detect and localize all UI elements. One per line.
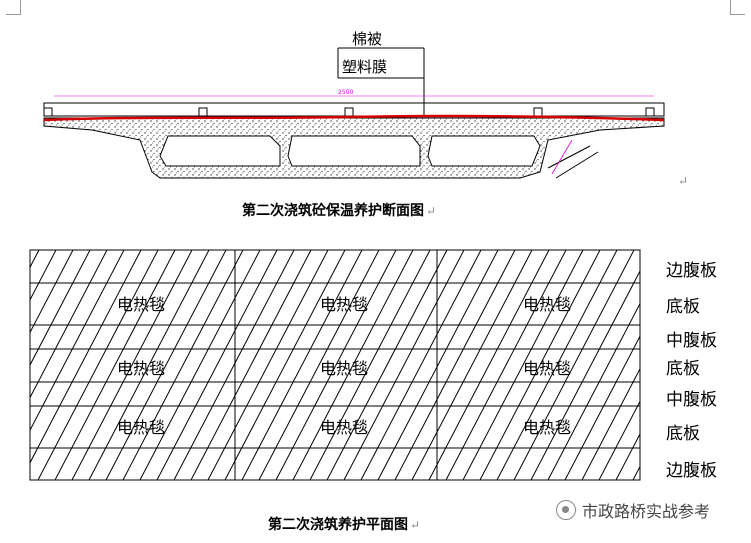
- hatch-line: [309, 250, 431, 480]
- hatch-line: [0, 250, 22, 480]
- watermark: 市政路桥实战参考: [556, 498, 710, 522]
- hatch-line: [326, 250, 448, 480]
- box-cell-1: [159, 135, 281, 167]
- wechat-icon: [556, 500, 576, 520]
- blanket-label: 电热毯: [523, 295, 572, 314]
- layer-label-cotton-quilt: 棉被: [352, 30, 383, 48]
- blanket-label: 电热毯: [117, 295, 166, 314]
- dimension-text: 2500: [338, 89, 354, 96]
- hatch-line: [173, 250, 295, 480]
- hatch-line: [343, 250, 465, 480]
- hatch-line: [479, 250, 601, 480]
- hatch-line: [224, 250, 346, 480]
- blanket-label: 电热毯: [523, 418, 572, 437]
- hatch-line: [360, 250, 482, 480]
- hatch-line: [88, 250, 210, 480]
- hatch-line: [0, 250, 5, 480]
- row-label-edge-web: 边腹板: [666, 461, 717, 481]
- hatch-line: [30, 250, 74, 334]
- hatch-line: [37, 250, 159, 480]
- blanket-label: 电热毯: [320, 359, 369, 378]
- row-label-middle-web: 中腹板: [666, 331, 717, 351]
- hatch-line: [275, 250, 397, 480]
- hatch-line: [207, 250, 329, 480]
- blanket-label: 电热毯: [523, 359, 572, 378]
- hatch-line: [377, 250, 499, 480]
- hatch-line: [292, 250, 414, 480]
- row-label-bottom-slab: 底板: [666, 297, 700, 317]
- box-cell-2: [287, 135, 421, 167]
- hatch-line: [30, 250, 57, 301]
- hatch-line: [71, 250, 193, 480]
- box-cell-3: [427, 135, 541, 167]
- layer-label-plastic-film: 塑料膜: [342, 58, 388, 76]
- hatch-line: [30, 250, 91, 367]
- blanket-label: 电热毯: [117, 359, 166, 378]
- row-label-bottom-slab: 底板: [666, 424, 700, 444]
- hatch-line: [156, 250, 278, 480]
- hatch-line: [581, 367, 640, 480]
- row-label-edge-web: 边腹板: [666, 261, 717, 281]
- blanket-label: 电热毯: [117, 418, 166, 437]
- hatch-line: [105, 250, 227, 480]
- hatch-line: [445, 250, 567, 480]
- row-label-middle-web: 中腹板: [666, 390, 717, 410]
- hatch-line: [30, 250, 108, 399]
- hatch-line: [598, 400, 640, 480]
- side-dimension-line: [551, 139, 573, 175]
- section-caption: 第二次浇筑砼保温养护断面图↵: [242, 203, 437, 219]
- hatch-line: [530, 270, 640, 480]
- hatch-line: [411, 250, 533, 480]
- hatch-line: [394, 250, 516, 480]
- hatch-line: [122, 250, 244, 480]
- page-corner-mark-right: [730, 0, 745, 15]
- row-label-bottom-slab: 底板: [666, 359, 700, 379]
- hatch-line: [462, 250, 584, 480]
- hatch-line: [30, 250, 40, 269]
- hatch-line: [54, 250, 176, 480]
- hatch-line: [258, 250, 380, 480]
- hatch-line: [139, 250, 261, 480]
- plan-grid: [0, 249, 641, 481]
- hatch-line: [564, 335, 640, 480]
- hatch-line: [241, 250, 363, 480]
- hatch-line: [615, 432, 640, 480]
- hatch-line: [428, 250, 550, 480]
- hatch-line: [496, 250, 618, 480]
- watermark-text: 市政路桥实战参考: [582, 502, 711, 521]
- page-corner-mark-left: [6, 0, 21, 15]
- curing-blanket-line: [43, 114, 665, 122]
- hatch-line: [190, 250, 312, 480]
- paragraph-mark: ↵: [678, 174, 689, 188]
- hatch-line: [513, 250, 635, 480]
- deck-top-outline: [43, 102, 665, 117]
- hatch-line: [547, 302, 640, 480]
- blanket-label: 电热毯: [320, 295, 369, 314]
- plan-caption: 第二次浇筑养护平面图↵: [268, 517, 421, 533]
- blanket-label: 电热毯: [320, 418, 369, 437]
- hatch-line: [30, 250, 125, 432]
- hatch-line: [30, 250, 142, 464]
